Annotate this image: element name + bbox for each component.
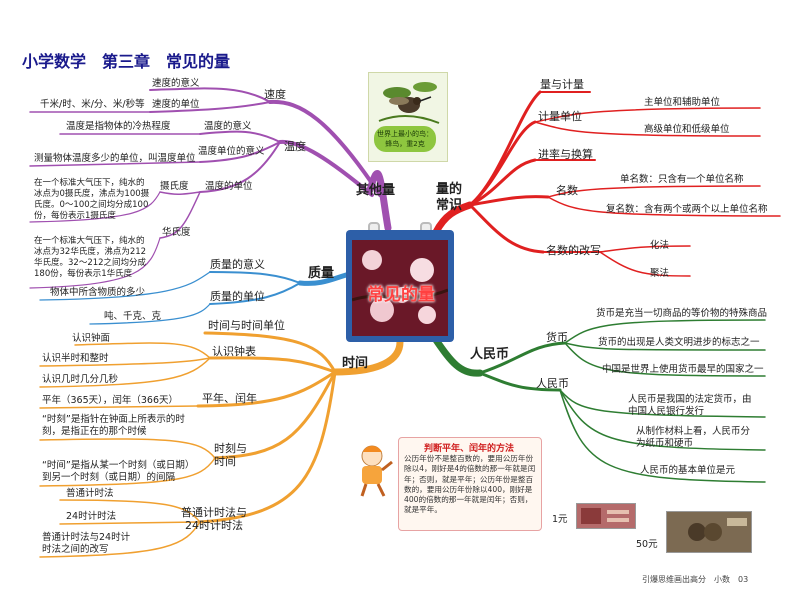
cartoon-character-icon (352, 442, 394, 502)
temperature-unit-meaning-detail: 测量物体温度多少的单位，叫温度单位 (34, 153, 196, 164)
compound-number: 复名数：含有两个或两个以上单位名称 (606, 204, 768, 215)
tip-title: 判断平年、闰年的方法 (423, 444, 514, 454)
node-temperature-unit-meaning: 温度单位的意义 (198, 146, 265, 157)
temperature-meaning-detail: 温度是指物体的冷热程度 (66, 121, 171, 132)
timing-item: 24时计时法 (66, 511, 117, 522)
timing-item: 普通计时法与24时计时法之间的改写 (42, 532, 131, 555)
unit-item: 高级单位和低级单位 (644, 124, 730, 135)
celsius-detail: 在一个标准大气压下，纯水的冰点为0摄氏度，沸点为100摄氏度。0～100之间均分… (34, 178, 150, 221)
timing-item: 普通计时法 (66, 488, 114, 499)
node-speed-meaning: 速度的意义 (152, 78, 200, 89)
node-measure: 量与计量 (540, 78, 584, 91)
branch-mass: 质量 (308, 266, 335, 281)
node-moment: 时刻与时间 (214, 442, 247, 468)
speed-unit-detail: 千米/时、米/分、米/秒等 (40, 99, 145, 110)
node-conversion: 进率与换算 (538, 148, 593, 161)
branch-rmb: 人民币 (470, 347, 510, 362)
tip-box (398, 437, 542, 531)
mass-unit-detail: 吨、千克、克 (104, 311, 162, 322)
page-footer: 引爆思维画出高分 小数 03 (642, 575, 749, 584)
rmb-item: 从制作材料上看，人民币分为纸币和硬币 (636, 426, 751, 449)
mass-meaning-detail: 物体中所含物质的多少 (50, 287, 146, 298)
single-number: 单名数：只含有一个单位名称 (620, 174, 744, 185)
one-yuan-note-icon (576, 503, 636, 529)
node-mass-meaning: 质量的意义 (210, 258, 265, 271)
node-rmb: 人民币 (536, 377, 569, 390)
moment-detail-1: “时刻”是指针在钟面上所表示的时刻，是指正在的那个时候 (42, 414, 185, 437)
node-temperature: 温度 (284, 140, 306, 153)
node-rewrite: 名数的改写 (546, 244, 601, 257)
rewrite-item: 聚法 (650, 268, 670, 279)
node-timing: 普通计时法与24时计时法 (181, 506, 247, 532)
branch-other-quantities: 其他量 (356, 183, 396, 198)
node-speed-unit: 速度的单位 (152, 99, 200, 110)
currency-item: 货币是充当一切商品的等价物的特殊商品 (596, 308, 768, 319)
tip-body: 公历年份不是整百数的，要用公历年份除以4，刚好是4的倍数的那一年就是闰年；否则，… (404, 454, 536, 515)
rmb-item: 人民币的基本单位是元 (640, 465, 736, 476)
node-clock: 认识钟表 (212, 345, 256, 358)
fifty-yuan-note-icon (666, 511, 752, 553)
hummingbird-icon (378, 82, 440, 124)
center-topic: 常见的量 (367, 285, 435, 305)
clock-item: 认识钟面 (72, 333, 111, 344)
node-mass-unit: 质量的单位 (210, 290, 265, 303)
clock-item: 认识几时几分几秒 (42, 374, 119, 385)
node-temperature-unit: 温度的单位 (205, 181, 253, 192)
page-title: 小学数学 第三章 常见的量 (22, 52, 231, 71)
flower-photo (352, 240, 448, 336)
note-label-one-yuan: 1元 (552, 514, 568, 525)
branch-time: 时间 (342, 356, 369, 371)
node-unit: 计量单位 (538, 110, 582, 123)
note-label-fifty-yuan: 50元 (636, 539, 658, 550)
unit-item: 主单位和辅助单位 (644, 97, 721, 108)
node-celsius: 摄氏度 (160, 181, 189, 192)
rmb-item: 人民币是我国的法定货币，由中国人民银行发行 (628, 394, 752, 417)
flower-icon (352, 240, 448, 336)
node-fahrenheit: 华氏度 (162, 227, 191, 238)
currency-item: 货币的出现是人类文明进步的标志之一 (598, 337, 760, 348)
node-temperature-meaning: 温度的意义 (204, 121, 252, 132)
node-numbers: 名数 (556, 184, 578, 197)
rewrite-item: 化法 (650, 240, 670, 251)
years-detail: 平年（365天），闰年（366天） (42, 395, 179, 406)
hummingbird-note: 世界上最小的鸟：蜂鸟，重2克 (374, 126, 436, 152)
branch-quantity-basics: 量的常识 (436, 182, 463, 213)
clock-item: 认识半时和整时 (42, 353, 109, 364)
moment-detail-2: “时间”是指从某一个时刻（或日期）到另一个时刻（或日期）的间隔 (42, 460, 195, 483)
fahrenheit-detail: 在一个标准大气压下，纯水的冰点为32华氏度，沸点为212华氏度。32～212之间… (34, 236, 147, 279)
node-currency: 货币 (546, 331, 568, 344)
node-time-unit: 时间与时间单位 (208, 319, 285, 332)
node-speed: 速度 (264, 88, 286, 101)
currency-item: 中国是世界上使用货币最早的国家之一 (602, 364, 764, 375)
node-years: 平年、闰年 (202, 392, 257, 405)
